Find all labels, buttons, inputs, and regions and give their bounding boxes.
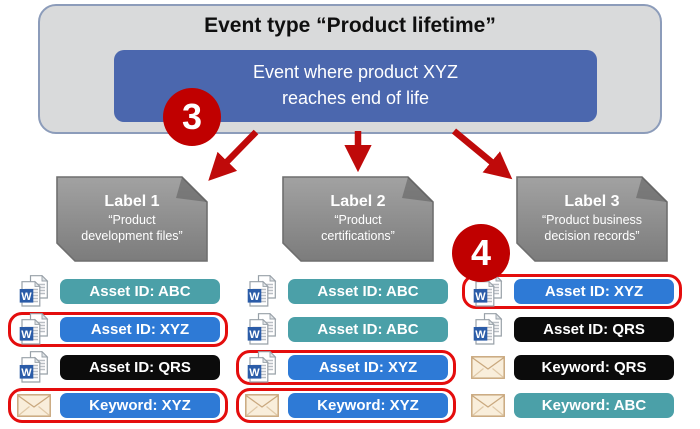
- envelope-icon: [244, 394, 280, 417]
- asset-row: W Asset ID: ABC: [236, 274, 456, 309]
- asset-row-highlighted: W Asset ID: XYZ: [236, 350, 456, 385]
- asset-pill: Asset ID: ABC: [288, 317, 448, 342]
- snipped-corner-shape: [516, 176, 668, 262]
- arrow-right-icon: [451, 128, 513, 180]
- asset-pill: Keyword: ABC: [514, 393, 674, 418]
- word-icon: W: [16, 274, 52, 309]
- word-icon: W: [244, 312, 280, 347]
- asset-row-highlighted: Keyword: XYZ: [8, 388, 228, 423]
- asset-row-highlighted: W Asset ID: XYZ: [462, 274, 682, 309]
- label-title: Label 1: [104, 193, 160, 211]
- word-icon: W: [470, 274, 506, 309]
- label-subtitle: “Product development files”: [81, 213, 183, 243]
- asset-pill: Asset ID: XYZ: [514, 279, 674, 304]
- envelope-icon: [470, 356, 506, 379]
- svg-text:W: W: [249, 291, 260, 303]
- label-card-1: Label 1 “Product development files”: [56, 176, 208, 262]
- asset-pill: Asset ID: XYZ: [288, 355, 448, 380]
- step-4-badge: 4: [452, 224, 510, 282]
- label-subtitle: “Product business decision records”: [541, 213, 643, 243]
- arrow-left-icon: [208, 129, 259, 181]
- asset-pill: Asset ID: XYZ: [60, 317, 220, 342]
- svg-text:W: W: [475, 291, 486, 303]
- asset-pill: Keyword: QRS: [514, 355, 674, 380]
- asset-pill: Keyword: XYZ: [60, 393, 220, 418]
- asset-row: W Asset ID: ABC: [236, 312, 456, 347]
- svg-text:W: W: [249, 367, 260, 379]
- asset-row: W Asset ID: ABC: [8, 274, 228, 309]
- asset-row-highlighted: Keyword: XYZ: [236, 388, 456, 423]
- word-icon: W: [470, 312, 506, 347]
- step-3-badge: 3: [163, 88, 221, 146]
- asset-pill: Asset ID: ABC: [60, 279, 220, 304]
- event-line-2: reaches end of life: [281, 88, 430, 108]
- asset-pill: Asset ID: ABC: [288, 279, 448, 304]
- svg-text:W: W: [21, 291, 32, 303]
- snipped-corner-shape: [282, 176, 434, 262]
- snipped-corner-shape: [56, 176, 208, 262]
- svg-text:W: W: [475, 329, 486, 341]
- label-subtitle: “Product certifications”: [321, 213, 395, 243]
- asset-pill: Keyword: XYZ: [288, 393, 448, 418]
- envelope-icon: [470, 394, 506, 417]
- label-card-3: Label 3 “Product business decision recor…: [516, 176, 668, 262]
- asset-pill: Asset ID: QRS: [60, 355, 220, 380]
- asset-row: Keyword: QRS: [462, 350, 682, 385]
- word-icon: W: [244, 350, 280, 385]
- label-title: Label 3: [564, 193, 620, 211]
- asset-row-highlighted: W Asset ID: XYZ: [8, 312, 228, 347]
- label-title: Label 2: [330, 193, 386, 211]
- asset-row: W Asset ID: QRS: [8, 350, 228, 385]
- label-card-2: Label 2 “Product certifications”: [282, 176, 434, 262]
- asset-row: W Asset ID: QRS: [462, 312, 682, 347]
- envelope-icon: [16, 394, 52, 417]
- asset-row: Keyword: ABC: [462, 388, 682, 423]
- word-icon: W: [16, 350, 52, 385]
- svg-text:W: W: [21, 329, 32, 341]
- word-icon: W: [16, 312, 52, 347]
- asset-pill: Asset ID: QRS: [514, 317, 674, 342]
- svg-text:W: W: [249, 329, 260, 341]
- svg-text:W: W: [21, 367, 32, 379]
- page-title: Event type “Product lifetime”: [204, 14, 496, 37]
- event-line-1: Event where product XYZ: [252, 62, 459, 83]
- word-icon: W: [244, 274, 280, 309]
